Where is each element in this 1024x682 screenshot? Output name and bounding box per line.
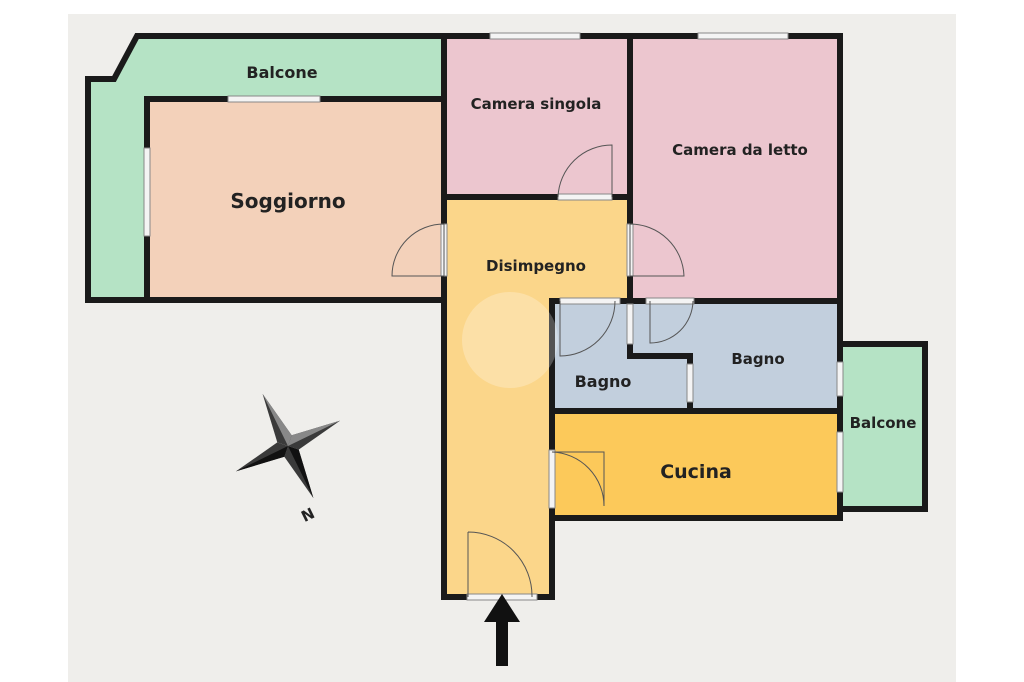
label-camera-singola: Camera singola (471, 95, 602, 113)
compass-icon (235, 393, 341, 499)
door-gap (548, 449, 556, 509)
window (697, 32, 789, 40)
watermark (462, 292, 558, 388)
door-gap (557, 193, 613, 201)
room-disimpegno[interactable] (444, 197, 630, 597)
door-gap (645, 297, 695, 305)
room-soggiorno[interactable] (147, 99, 444, 300)
label-soggiorno: Soggiorno (230, 189, 345, 213)
window (489, 32, 581, 40)
window (836, 431, 844, 493)
label-balcone-est: Balcone (850, 414, 917, 432)
room-camera-singola[interactable] (444, 36, 630, 197)
room-bagno-1[interactable] (552, 301, 690, 411)
window (227, 95, 321, 103)
room-camera-da-letto[interactable] (630, 36, 840, 301)
window (836, 361, 844, 397)
room-cucina[interactable] (552, 411, 840, 518)
label-bagno-2: Bagno (731, 350, 784, 368)
entrance-arrow-icon (484, 594, 520, 666)
label-camera-da-letto: Camera da letto (672, 141, 808, 159)
door-gap (686, 363, 694, 403)
window (143, 147, 151, 237)
label-bagno-1: Bagno (575, 372, 632, 391)
label-balcone-nord: Balcone (246, 63, 317, 82)
label-cucina: Cucina (660, 461, 732, 483)
label-disimpegno: Disimpegno (486, 257, 586, 275)
door-gap (626, 303, 634, 345)
door-swings (391, 144, 694, 598)
door-gap (559, 297, 621, 305)
room-balcone-est[interactable] (840, 344, 925, 509)
